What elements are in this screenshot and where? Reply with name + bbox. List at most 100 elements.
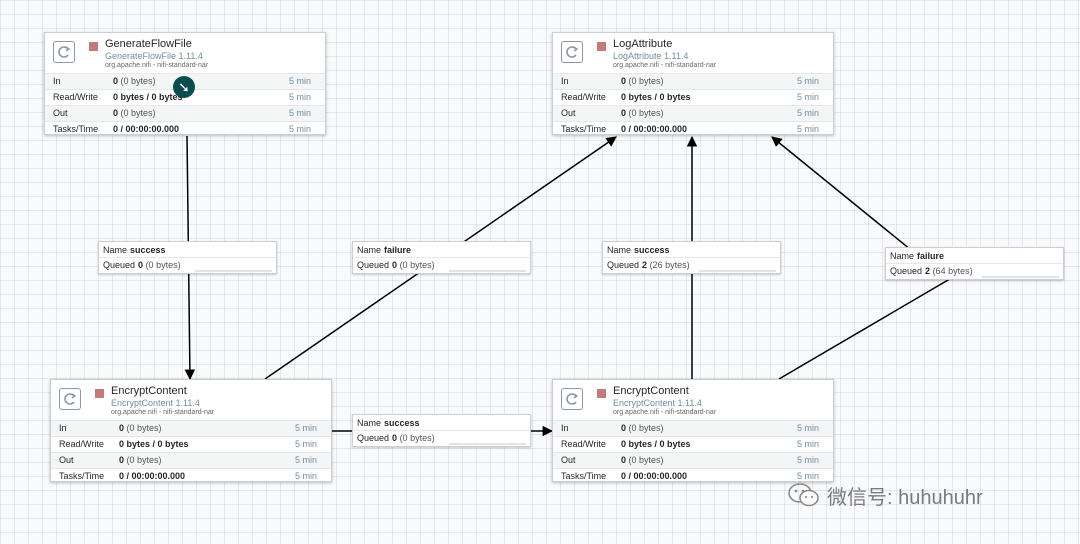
- stat-value: 0 (0 bytes): [119, 455, 162, 465]
- stopped-status-icon: [597, 389, 606, 398]
- processor-name: EncryptContent: [111, 385, 187, 397]
- watermark: 微信号: huhuhuhr: [787, 482, 983, 509]
- stat-label: Tasks/Time: [561, 471, 607, 481]
- processor-bundle: org.apache.nifi - nifi-standard-nar: [613, 62, 717, 69]
- stat-value: 0 bytes / 0 bytes: [119, 439, 189, 449]
- processor-name: EncryptContent: [613, 385, 689, 397]
- processor-encryptcontent-2[interactable]: EncryptContent EncryptContent 1.11.4 org…: [552, 379, 834, 482]
- processor-stats: In 0 (0 bytes) 5 min Read/Write 0 bytes / 0…: [553, 420, 833, 484]
- stat-label: Read/Write: [53, 92, 98, 102]
- processor-name: LogAttribute: [613, 38, 673, 50]
- stat-row-tasks: Tasks/Time 0 / 00:00:00.000 5 min: [51, 468, 331, 484]
- stat-label: Tasks/Time: [59, 471, 105, 481]
- processor-name: GenerateFlowFile: [105, 38, 192, 50]
- watermark-text: 微信号: huhuhuhr: [827, 486, 983, 509]
- stat-row-readwrite: Read/Write 0 bytes / 0 bytes 5 min: [553, 436, 833, 452]
- stat-label: Read/Write: [59, 439, 104, 449]
- processor-icon: [561, 41, 583, 63]
- stat-value: 0 (0 bytes): [113, 108, 156, 118]
- stat-row-in: In 0 (0 bytes) 5 min: [51, 420, 331, 436]
- stat-label: Read/Write: [561, 92, 606, 102]
- processor-logattribute[interactable]: LogAttribute LogAttribute 1.11.4 org.apa…: [552, 32, 834, 135]
- stat-label: In: [59, 423, 67, 433]
- stat-label: Out: [561, 455, 576, 465]
- stat-label: In: [53, 76, 61, 86]
- stat-value: 0 (0 bytes): [621, 108, 664, 118]
- stat-value: 0 (0 bytes): [621, 455, 664, 465]
- stat-row-tasks: Tasks/Time 0 / 00:00:00.000 5 min: [553, 468, 833, 484]
- processor-stats: In 0 (0 bytes) 5 min Read/Write 0 bytes / 0…: [45, 73, 325, 137]
- processor-icon: [59, 388, 81, 410]
- stat-label: Out: [59, 455, 74, 465]
- stat-time: 5 min: [288, 124, 311, 134]
- stat-value: 0 (0 bytes): [621, 76, 664, 86]
- queue-progress-bar: [982, 276, 1059, 278]
- stat-time: 5 min: [796, 76, 819, 86]
- stat-time: 5 min: [294, 423, 317, 433]
- stat-row-readwrite: Read/Write 0 bytes / 0 bytes 5 min: [51, 436, 331, 452]
- stat-value: 0 (0 bytes): [119, 423, 162, 433]
- stat-value: 0 bytes / 0 bytes: [621, 439, 691, 449]
- processor-icon: [53, 41, 75, 63]
- stat-value: 0 (0 bytes): [621, 423, 664, 433]
- stat-time: 5 min: [288, 76, 311, 86]
- stat-time: 5 min: [796, 439, 819, 449]
- stat-time: 5 min: [294, 439, 317, 449]
- processor-stats: In 0 (0 bytes) 5 min Read/Write 0 bytes / 0…: [51, 420, 331, 484]
- stat-time: 5 min: [796, 471, 819, 481]
- stat-label: Out: [53, 108, 68, 118]
- processor-bundle: org.apache.nifi - nifi-standard-nar: [613, 409, 717, 416]
- processor-type: EncryptContent 1.11.4: [111, 398, 200, 408]
- stat-row-out: Out 0 (0 bytes) 5 min: [553, 105, 833, 121]
- stat-value: 0 bytes / 0 bytes: [621, 92, 691, 102]
- stopped-status-icon: [597, 42, 606, 51]
- stat-label: In: [561, 423, 569, 433]
- stat-value: 0 / 00:00:00.000: [621, 471, 688, 481]
- stat-time: 5 min: [294, 471, 317, 481]
- stat-time: 5 min: [288, 108, 311, 118]
- stat-time: 5 min: [796, 455, 819, 465]
- stat-label: Out: [561, 108, 576, 118]
- stat-time: 5 min: [796, 124, 819, 134]
- stat-label: Read/Write: [561, 439, 606, 449]
- processor-encryptcontent-1[interactable]: EncryptContent EncryptContent 1.11.4 org…: [50, 379, 332, 482]
- stat-value: 0 / 00:00:00.000: [119, 471, 186, 481]
- stat-value: 0 bytes / 0 bytes: [113, 92, 183, 102]
- stat-time: 5 min: [796, 108, 819, 118]
- stat-label: Tasks/Time: [53, 124, 99, 134]
- processor-bundle: org.apache.nifi - nifi-standard-nar: [111, 409, 215, 416]
- queue-progress-bar: [449, 443, 526, 445]
- stat-time: 5 min: [288, 92, 311, 102]
- stopped-status-icon: [95, 389, 104, 398]
- queue-progress-bar: [195, 270, 272, 272]
- processor-bundle: org.apache.nifi - nifi-standard-nar: [105, 62, 209, 69]
- wechat-icon: [788, 483, 819, 507]
- stat-row-out: Out 0 (0 bytes) 5 min: [553, 452, 833, 468]
- stopped-status-icon: [89, 42, 98, 51]
- drag-connection-icon[interactable]: ➘: [173, 76, 195, 98]
- queue-progress-bar: [699, 270, 776, 272]
